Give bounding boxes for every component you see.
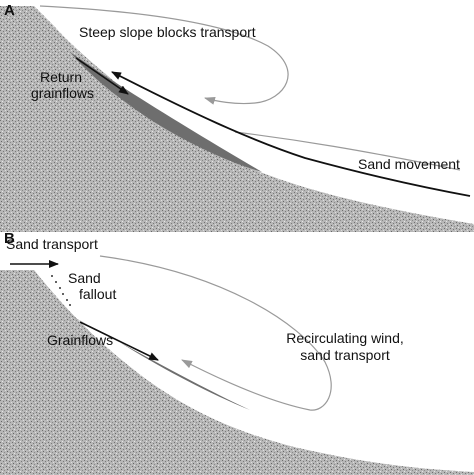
- return-grainflow-arrow-a: [75, 57, 129, 95]
- sand-movement-label: Sand movement: [358, 156, 460, 172]
- dune-sand-body-a: [0, 6, 474, 232]
- panel-a-graphic: [0, 5, 474, 232]
- sand-movement-line-a: [111, 71, 471, 197]
- grainflows-label: Grainflows: [47, 332, 114, 348]
- recirculating-wind-a: [39, 5, 289, 105]
- sand-fallout-label-line2: fallout: [79, 286, 117, 302]
- grainflow-arrow-b: [79, 321, 159, 361]
- upper-wind-streamline-a: [234, 131, 461, 171]
- sand-fallout-dots: [51, 275, 71, 306]
- recirculating-label-line2: sand transport: [300, 347, 390, 363]
- return-label-line1: Return: [39, 69, 83, 85]
- sand-fallout-label-line1: Sand: [68, 270, 101, 286]
- dune-sand-body-b: [0, 270, 474, 475]
- panel-a: A Steep slope blocks transport Return gr…: [0, 0, 474, 232]
- panel-b-letter: B: [4, 230, 15, 247]
- steep-slope-label: Steep slope blocks transport: [79, 24, 256, 40]
- panel-a-letter: A: [4, 2, 15, 19]
- recirculating-label-line1: Recirculating wind,: [286, 330, 404, 346]
- sand-transport-label: Sand transport: [6, 236, 98, 252]
- panel-b: B Sand transport Sand fallout Grainflows…: [0, 230, 474, 475]
- recirculating-wind-b: [99, 255, 332, 411]
- return-label-line2: grainflows: [31, 85, 95, 101]
- panel-b-graphic: [0, 255, 474, 475]
